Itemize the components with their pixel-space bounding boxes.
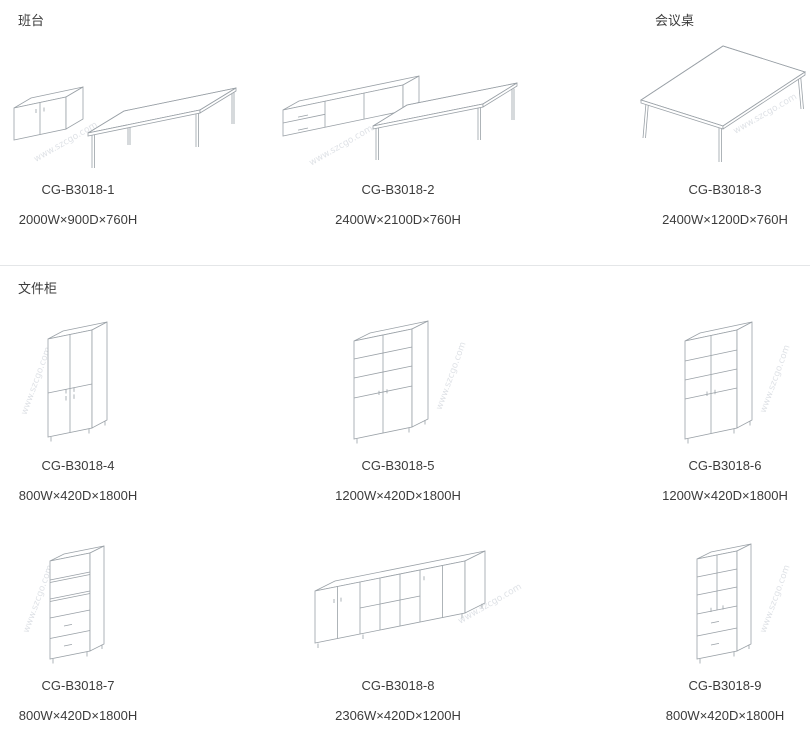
product-model: CG-B3018-9 — [688, 678, 762, 693]
product-illustration: www.szcgo.com — [283, 539, 524, 664]
product-card[interactable]: www.szcgo.com — [0, 38, 237, 227]
product-dimensions: 2000W×900D×760H — [18, 212, 138, 227]
product-illustration: www.szcgo.com — [278, 38, 518, 168]
products-row-2: www.szcgo.com CG-B3018-4 800W×420D×1800H — [0, 319, 810, 503]
products-row-1: www.szcgo.com — [0, 38, 810, 227]
product-model: CG-B3018-1 — [41, 182, 115, 197]
product-model: CG-B3018-3 — [688, 182, 762, 197]
product-card[interactable]: www.szcgo.com — [640, 539, 810, 723]
product-dimensions: 1200W×420D×1800H — [662, 488, 788, 503]
watermark-text: www.szcgo.com — [759, 564, 793, 635]
product-model: CG-B3018-8 — [361, 678, 435, 693]
open-shelf-drawer-cabinet-drawing: www.szcgo.com — [22, 545, 105, 664]
watermark-text: www.szcgo.com — [435, 341, 469, 412]
desk-legs — [91, 90, 235, 168]
product-illustration: www.szcgo.com — [645, 319, 805, 444]
product-dimensions: 2400W×1200D×760H — [662, 212, 788, 227]
desk-top — [87, 87, 237, 137]
product-model: CG-B3018-7 — [41, 678, 115, 693]
section-label-cabinets: 文件柜 — [18, 281, 58, 296]
products-row-3: www.szcgo.com CG-B3018-7 — [0, 539, 810, 723]
low-cabinet — [282, 75, 420, 137]
product-illustration: www.szcgo.com — [0, 539, 158, 664]
watermark-text: www.szcgo.com — [759, 344, 793, 415]
section-header-row: 班台 会议桌 — [0, 0, 810, 38]
section-divider — [0, 265, 810, 266]
section-label-conference: 会议桌 — [655, 13, 695, 28]
glass-drawer-cabinet-drawing: www.szcgo.com — [696, 543, 793, 664]
product-card[interactable]: www.szcgo.com CG-B3018-3 2400W×1200D× — [640, 38, 810, 227]
product-dimensions: 800W×420D×1800H — [18, 708, 138, 723]
product-model: CG-B3018-6 — [688, 458, 762, 473]
desk-top — [372, 82, 518, 130]
credenza — [13, 86, 84, 141]
l-shaped-desk-drawing: www.szcgo.com — [282, 75, 518, 168]
section-label-desks: 班台 — [18, 13, 45, 28]
product-card[interactable]: www.szcgo.com — [156, 38, 640, 227]
glass-door-cabinet-drawing: www.szcgo.com — [684, 321, 793, 444]
product-illustration: www.szcgo.com — [645, 539, 805, 664]
product-dimensions: 2400W×2100D×760H — [335, 212, 461, 227]
product-card[interactable]: www.szcgo.com CG-B3018-4 800W×420D×1800H — [0, 319, 156, 503]
glass-door-cabinet-drawing: www.szcgo.com — [353, 320, 469, 444]
product-dimensions: 1200W×420D×1800H — [335, 488, 461, 503]
product-model: CG-B3018-5 — [361, 458, 435, 473]
product-illustration: www.szcgo.com — [318, 319, 478, 444]
product-illustration: www.szcgo.com — [635, 38, 810, 168]
table-legs — [642, 74, 804, 162]
product-model: CG-B3018-4 — [41, 458, 115, 473]
product-illustration: www.szcgo.com — [0, 319, 158, 444]
conference-table-drawing: www.szcgo.com — [640, 45, 806, 162]
table-top — [640, 45, 806, 130]
long-credenza-cabinet-drawing: www.szcgo.com — [314, 550, 524, 648]
desk-with-credenza-drawing: www.szcgo.com — [13, 86, 237, 168]
product-dimensions: 2306W×420D×1200H — [335, 708, 461, 723]
desk-legs — [375, 88, 515, 160]
watermark-text: www.szcgo.com — [308, 124, 375, 168]
product-dimensions: 800W×420D×1800H — [665, 708, 785, 723]
product-dimensions: 800W×420D×1800H — [18, 488, 138, 503]
product-card[interactable]: www.szcgo.com CG-B3018-6 1200W×420D×1800 — [640, 319, 810, 503]
product-card[interactable]: www.szcgo.com CG-B3018-5 1200W×420D×1800 — [156, 319, 640, 503]
product-illustration: www.szcgo.com — [0, 38, 237, 168]
product-card[interactable]: www.szcgo.com — [156, 539, 640, 723]
product-card[interactable]: www.szcgo.com CG-B3018-7 — [0, 539, 156, 723]
four-door-cabinet-drawing: www.szcgo.com — [20, 321, 108, 442]
product-model: CG-B3018-2 — [361, 182, 435, 197]
